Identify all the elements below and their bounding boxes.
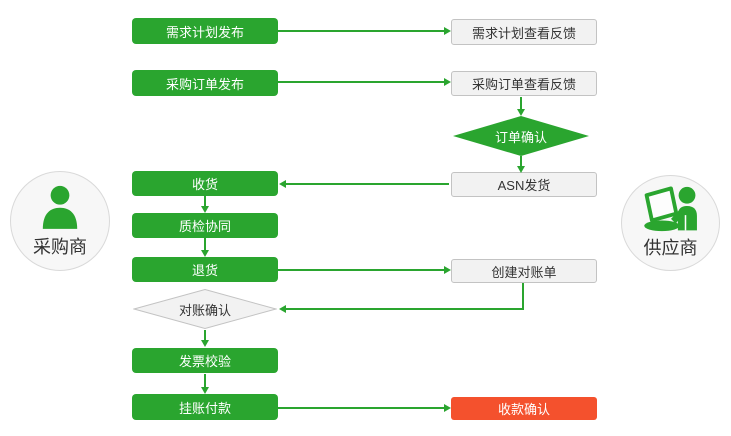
statement-confirm-label: 对账确认 [178, 302, 231, 318]
arrow-to-asn-head [517, 166, 525, 173]
node-po-feedback: 采购订单查看反馈 [451, 71, 597, 96]
arrow-demand-plan-line [278, 30, 444, 32]
arrow-payment-receipt-line [278, 407, 444, 409]
diamond-shape [453, 116, 589, 156]
node-book-payment: 挂账付款 [132, 394, 278, 420]
node-invoice-verify: 发票校验 [132, 348, 278, 373]
arrow-to-order-confirm-line [520, 97, 522, 109]
arrow-demand-plan-head [444, 27, 451, 35]
arrow-po-publish-head [444, 78, 451, 86]
node-demand-plan-feedback: 需求计划查看反馈 [451, 19, 597, 45]
arrow-quality-returns-line [204, 238, 206, 250]
supplier-person-laptop-icon [643, 186, 697, 232]
arrow-quality-returns-head [201, 250, 209, 257]
arrow-asn-to-receive-line [286, 183, 449, 185]
arrow-receive-quality-head [201, 206, 209, 213]
arrow-invoice-payment-line [204, 374, 206, 387]
node-quality-collab: 质检协同 [132, 213, 278, 238]
node-demand-plan-publish: 需求计划发布 [132, 18, 278, 44]
arrow-to-asn-line [520, 156, 522, 166]
diamond-shape [133, 289, 277, 329]
node-order-confirm-diamond: 订单确认 [453, 116, 589, 156]
node-returns: 退货 [132, 257, 278, 282]
arrow-po-publish-line [278, 81, 444, 83]
arrow-returns-statement-line [278, 269, 444, 271]
arrow-confirm-invoice-head [201, 340, 209, 347]
node-receive: 收货 [132, 171, 278, 196]
arrow-asn-to-receive-head [279, 180, 286, 188]
arrow-statement-elbow-vline [522, 283, 524, 310]
node-po-publish: 采购订单发布 [132, 70, 278, 96]
buyer-person-icon [42, 185, 78, 229]
order-confirm-label: 订单确认 [494, 129, 547, 145]
supplier-label: 供应商 [643, 238, 698, 258]
buyer-label: 采购商 [33, 237, 87, 257]
arrow-returns-statement-head [444, 266, 451, 274]
arrow-confirm-invoice-line [204, 330, 206, 340]
node-receipt-confirm: 收款确认 [451, 397, 597, 420]
arrow-to-order-confirm-head [517, 109, 525, 116]
arrow-statement-elbow-head [279, 305, 286, 313]
arrow-receive-quality-line [204, 196, 206, 206]
arrow-invoice-payment-head [201, 387, 209, 394]
arrow-statement-elbow-hline [286, 308, 524, 310]
supplier-role-circle: 供应商 [621, 175, 720, 271]
node-statement-confirm-diamond: 对账确认 [133, 289, 277, 329]
arrow-payment-receipt-head [444, 404, 451, 412]
buyer-role-circle: 采购商 [10, 171, 110, 271]
node-create-statement: 创建对账单 [451, 259, 597, 283]
node-asn-ship: ASN发货 [451, 172, 597, 197]
